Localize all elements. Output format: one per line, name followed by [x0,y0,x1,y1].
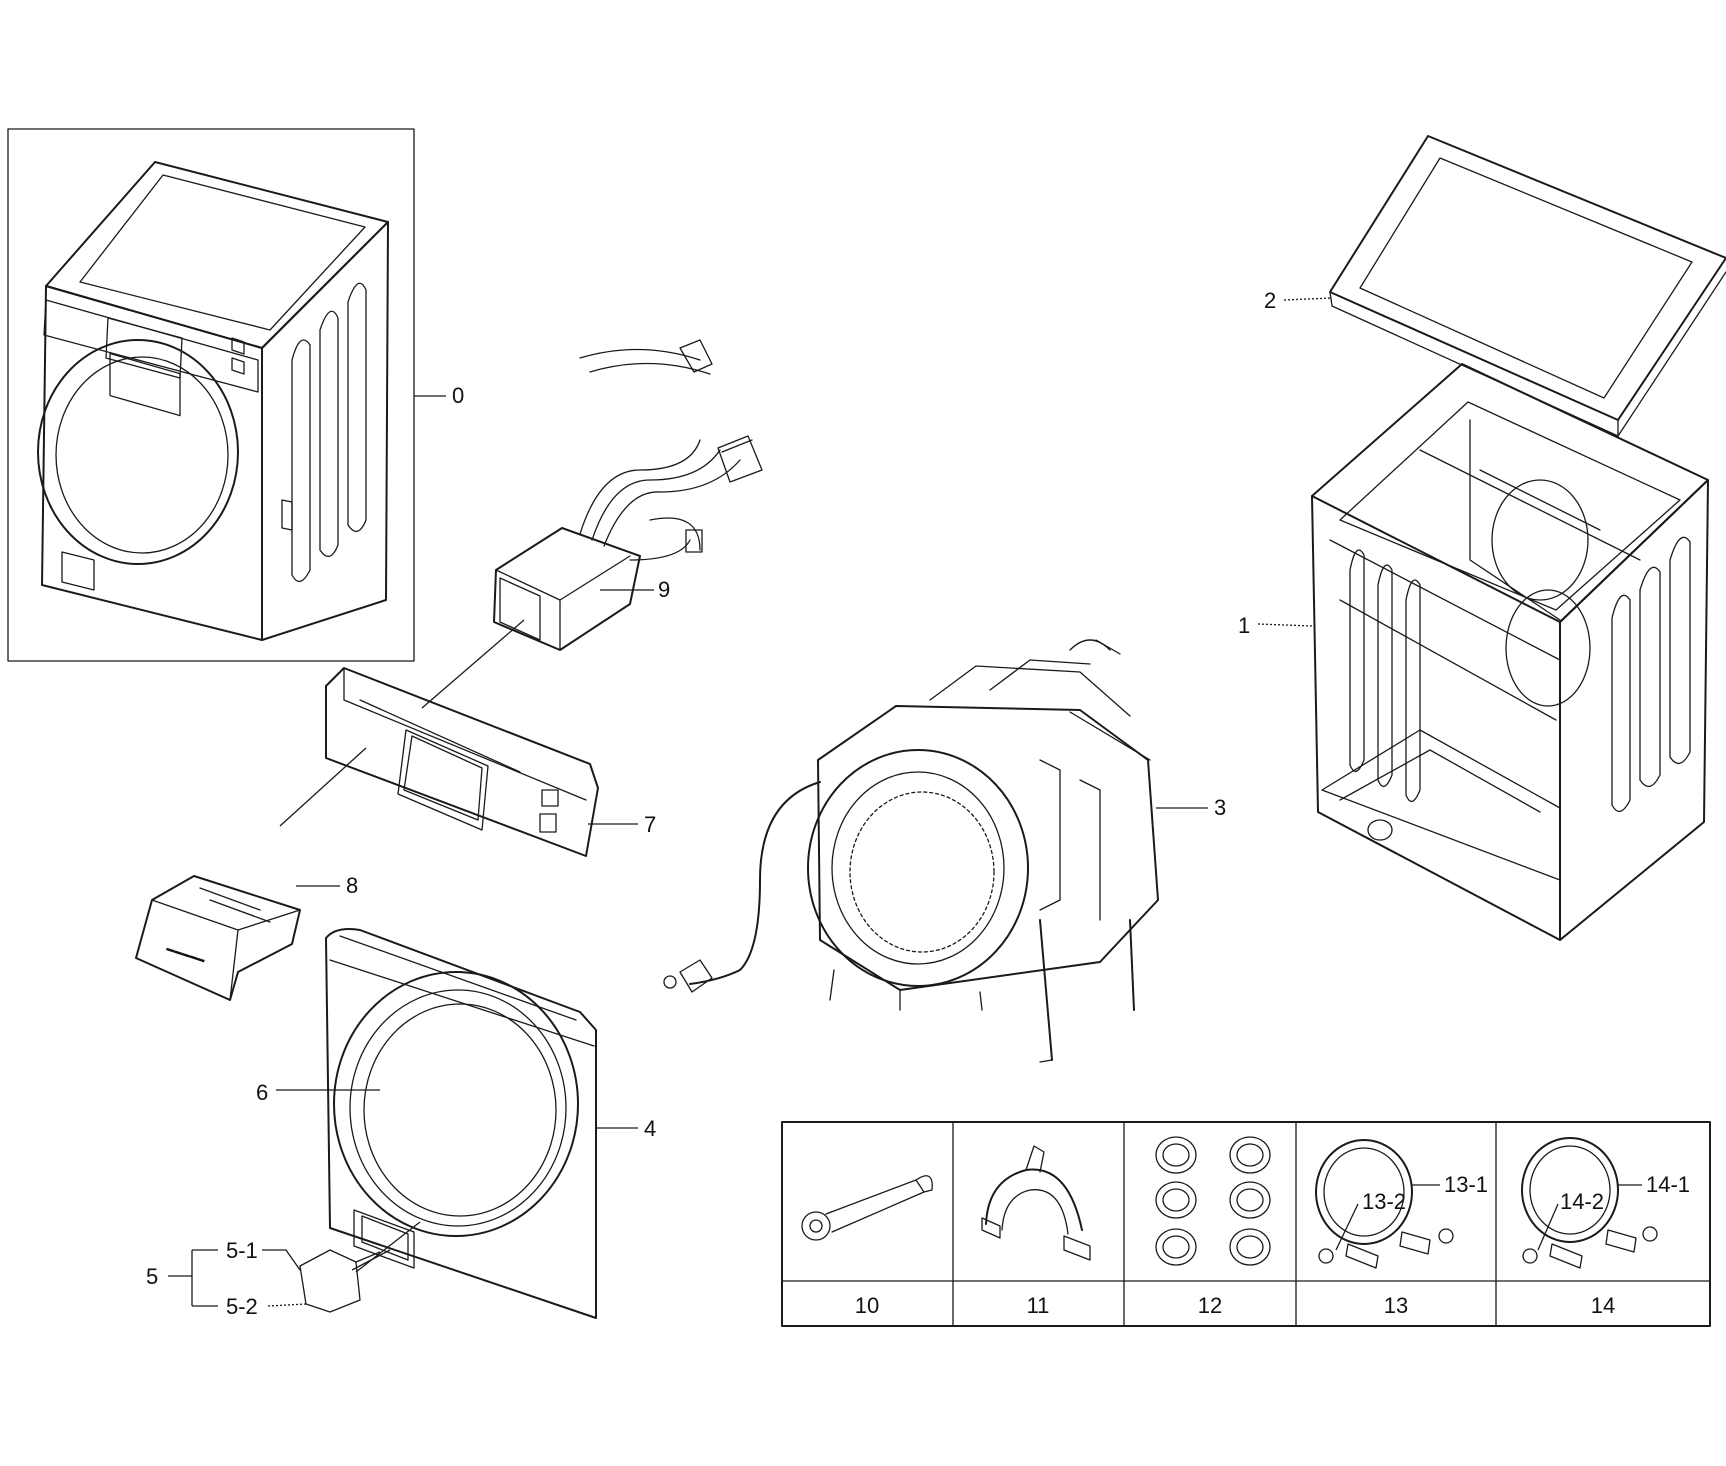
callout-8: 8 [346,873,358,898]
column-label-11: 11 [1027,1293,1050,1318]
part-6-door [333,971,579,1237]
part-7-control-panel [325,667,599,857]
wrench-icon [801,1175,933,1241]
column-label-14: 14 [1591,1293,1615,1318]
part-4-front-panel [325,928,597,1319]
callout-1: 1 [1238,613,1250,638]
column-label-12: 12 [1198,1293,1222,1318]
part-9-dispenser-housing [493,339,763,651]
inlet-hose-13-icon [1315,1139,1454,1269]
part-1-cabinet [1311,363,1709,941]
callout-5-1: 5-1 [226,1238,258,1263]
part-5-filter-cover [299,1221,421,1313]
part-8-detergent-drawer: ▬▬▬▬▬ [135,875,301,1001]
callout-13-1: 13-1 [1444,1172,1488,1197]
callout-14-1: 14-1 [1646,1172,1690,1197]
column-label-13: 13 [1384,1293,1408,1318]
callout-14-2: 14-2 [1560,1189,1604,1214]
callout-3: 3 [1214,795,1226,820]
drawer-brand-mark: ▬▬▬▬▬ [165,943,206,964]
callout-5-2: 5-2 [226,1294,258,1319]
accessory-table-border [781,1121,1711,1327]
part-3-tub-assembly [663,639,1159,1063]
callout-7: 7 [644,812,656,837]
callout-4: 4 [644,1116,656,1141]
part-0-frame [7,128,415,662]
part-2-top-cover [1329,135,1726,437]
callout-2: 2 [1264,288,1276,313]
callout-13-2: 13-2 [1362,1189,1406,1214]
part-0-assembled-washer [7,128,415,662]
callout-5: 5 [146,1264,158,1289]
callout-9: 9 [658,577,670,602]
bolt-caps-icon [1155,1136,1271,1266]
inlet-hose-14-icon [1521,1137,1658,1269]
callout-0: 0 [452,383,464,408]
column-label-10: 10 [855,1293,879,1318]
callout-6: 6 [256,1080,268,1105]
hose-guide-icon [981,1145,1091,1261]
accessory-table: 13-2 13-1 14-2 14-1 10 11 12 13 14 [781,1121,1711,1327]
